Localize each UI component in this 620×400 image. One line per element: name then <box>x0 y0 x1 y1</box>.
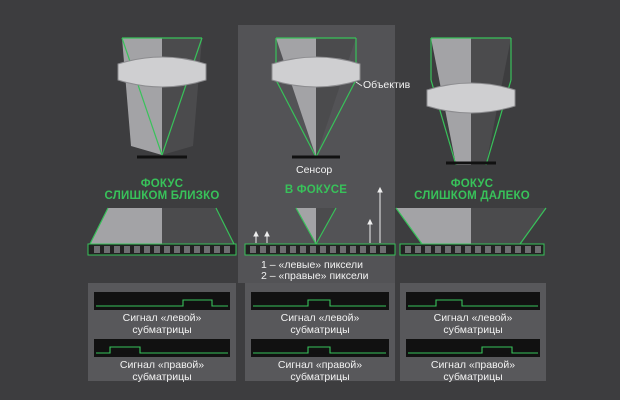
signal-right-caption: Сигнал «правой» субматрицы <box>88 359 236 383</box>
caption-line-2: субматрицы <box>132 324 192 336</box>
left-signal-curve <box>253 299 386 307</box>
lens <box>271 56 361 88</box>
left-beam-lower <box>90 208 162 244</box>
caption-line-2: субматрицы <box>290 371 350 383</box>
title-line-1: В ФОКУСЕ <box>284 184 348 196</box>
caption-line-1: Сигнал «левой» <box>433 312 513 324</box>
caption-line-1: Сигнал «левой» <box>280 312 360 324</box>
title-line-1: ФОКУС <box>140 178 184 190</box>
caption-line-1: Сигнал «правой» <box>119 359 205 371</box>
right-signal-curve <box>408 346 538 354</box>
column-in-focus <box>244 37 396 381</box>
title-line-2: СЛИШКОМ БЛИЗКО <box>104 190 220 202</box>
column-too-close <box>87 37 237 381</box>
caption-line-2: субматрицы <box>290 324 350 336</box>
left-signal-graph <box>94 292 230 310</box>
pixel-row <box>244 243 396 256</box>
right-signal-curve <box>253 346 386 354</box>
title-line-2: СЛИШКОМ ДАЛЕКО <box>414 190 530 202</box>
caption-line-1: Сигнал «правой» <box>277 359 363 371</box>
left-signal-curve <box>96 299 228 307</box>
title-line-1: ФОКУС <box>450 178 494 190</box>
caption-line-1: Сигнал «левой» <box>122 312 202 324</box>
signal-left-caption: Сигнал «левой» субматрицы <box>88 312 236 336</box>
column-title-too-far: ФОКУС СЛИШКОМ ДАЛЕКО <box>407 178 537 202</box>
signal-left-caption: Сигнал «левой» субматрицы <box>400 312 546 336</box>
column-title-in-focus: В ФОКУСЕ <box>256 184 376 196</box>
caption-line-1: Сигнал «правой» <box>430 359 516 371</box>
pixel-row <box>399 243 545 256</box>
caption-line-2: субматрицы <box>443 324 503 336</box>
legend-left-pixels: 1 – «левые» пиксели <box>261 259 364 271</box>
column-title-too-close: ФОКУС СЛИШКОМ БЛИЗКО <box>100 178 224 202</box>
signal-left-caption: Сигнал «левой» субматрицы <box>245 312 395 336</box>
caption-line-2: субматрицы <box>443 371 503 383</box>
left-beam-lower <box>396 208 471 244</box>
right-beam-lower <box>471 208 546 244</box>
left-signal-graph <box>406 292 540 310</box>
signal-right-caption: Сигнал «правой» субматрицы <box>400 359 546 383</box>
sensor-label: Сенсор <box>296 164 333 176</box>
column-too-far <box>395 37 547 381</box>
lens <box>426 82 516 114</box>
caption-line-2: субматрицы <box>132 371 192 383</box>
left-signal-graph <box>251 292 389 310</box>
lens <box>117 56 207 88</box>
signal-right-caption: Сигнал «правой» субматрицы <box>245 359 395 383</box>
right-beam-lower <box>162 208 234 244</box>
lens-callout-line <box>355 81 363 87</box>
right-signal-graph <box>251 339 389 357</box>
lens-label: Объектив <box>363 79 411 91</box>
pixel-row <box>87 243 237 256</box>
right-signal-graph <box>94 339 230 357</box>
right-signal-graph <box>406 339 540 357</box>
left-signal-curve <box>408 299 538 307</box>
legend-right-pixels: 2 – «правые» пиксели <box>261 270 369 282</box>
pixel-pointer-arrows <box>253 186 383 243</box>
right-signal-curve <box>96 346 228 354</box>
